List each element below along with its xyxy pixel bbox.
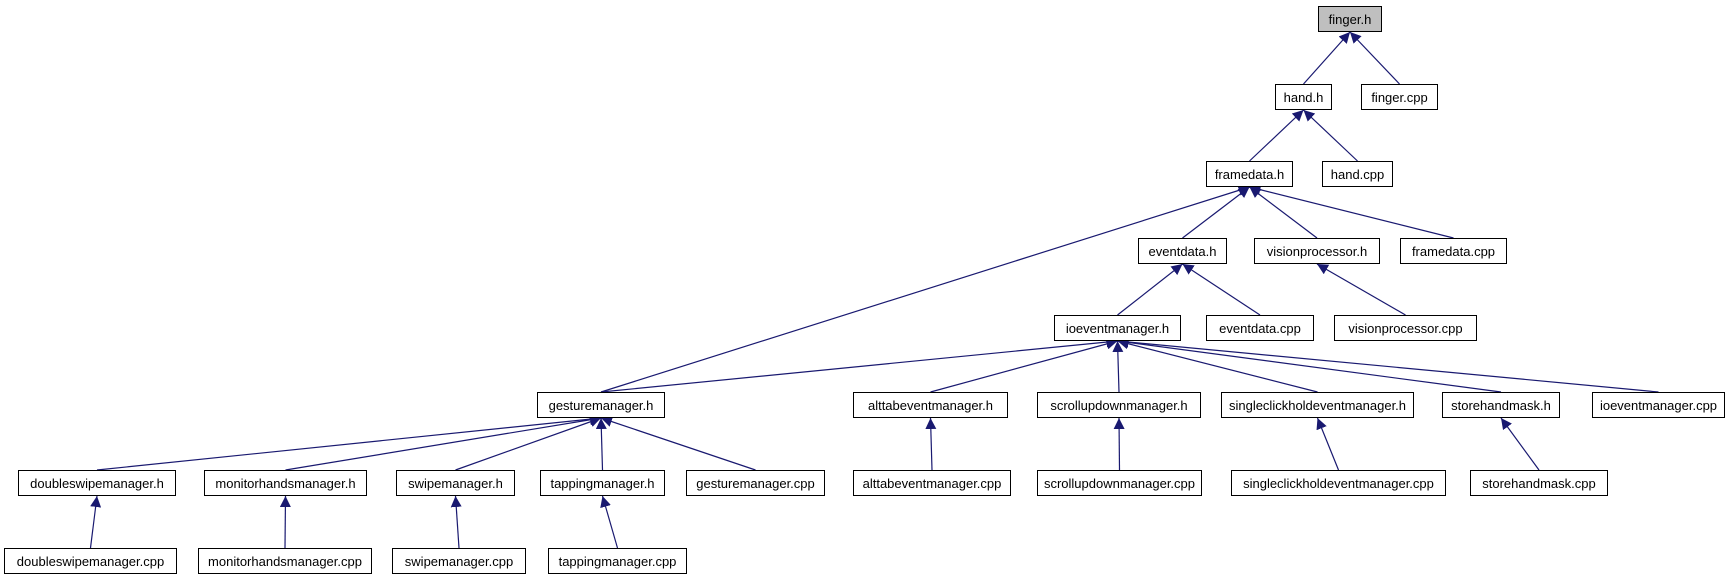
edge-ioeventmanager_h-to-eventdata_h: [1117, 263, 1183, 316]
node-swipemanager-h[interactable]: swipemanager.h: [396, 470, 515, 496]
edge-hand_h-to-finger_h: [1303, 31, 1351, 85]
edge-finger_cpp-to-finger_h: [1349, 31, 1400, 85]
node-scrollupdownmanager-h[interactable]: scrollupdownmanager.h: [1037, 392, 1201, 418]
edge-tappingmanager_cpp-to-tappingmanager_h: [600, 495, 619, 549]
node-alttabeventmanager-h[interactable]: alttabeventmanager.h: [853, 392, 1008, 418]
node-ioeventmanager-cpp[interactable]: ioeventmanager.cpp: [1592, 392, 1725, 418]
node-hand-h[interactable]: hand.h: [1275, 84, 1332, 110]
edge-hand_cpp-to-hand_h: [1303, 109, 1358, 162]
node-singleclickholdeventmanager-cpp[interactable]: singleclickholdeventmanager.cpp: [1231, 470, 1446, 496]
node-storehandmask-h[interactable]: storehandmask.h: [1442, 392, 1560, 418]
node-storehandmask-cpp[interactable]: storehandmask.cpp: [1470, 470, 1608, 496]
edge-gesturemanager_h-to-ioeventmanager_h: [600, 336, 1118, 393]
edge-alttabeventmanager_h-to-ioeventmanager_h: [930, 338, 1118, 393]
edge-framedata_h-to-hand_h: [1249, 109, 1304, 162]
node-visionprocessor-cpp[interactable]: visionprocessor.cpp: [1334, 315, 1477, 341]
edge-visionprocessor_cpp-to-visionprocessor_h: [1316, 263, 1406, 316]
edge-storehandmask_cpp-to-storehandmask_h: [1500, 417, 1540, 471]
node-tappingmanager-h[interactable]: tappingmanager.h: [540, 470, 665, 496]
node-framedata-h[interactable]: framedata.h: [1206, 161, 1293, 187]
node-finger-cpp[interactable]: finger.cpp: [1361, 84, 1438, 110]
edge-doubleswipemanager_cpp-to-doubleswipemanager_h: [89, 495, 102, 549]
node-eventdata-h[interactable]: eventdata.h: [1138, 238, 1227, 264]
node-singleclickholdeventmanager-h[interactable]: singleclickholdeventmanager.h: [1221, 392, 1414, 418]
edge-scrollupdownmanager_h-to-ioeventmanager_h: [1112, 340, 1124, 393]
edge-ioeventmanager_cpp-to-ioeventmanager_h: [1117, 336, 1659, 393]
edge-framedata_cpp-to-framedata_h: [1249, 184, 1454, 239]
node-tappingmanager-cpp[interactable]: tappingmanager.cpp: [548, 548, 687, 574]
edge-tappingmanager_h-to-gesturemanager_h: [595, 417, 607, 471]
node-doubleswipemanager-cpp[interactable]: doubleswipemanager.cpp: [4, 548, 177, 574]
edge-gesturemanager_h-to-framedata_h: [600, 185, 1250, 393]
node-swipemanager-cpp[interactable]: swipemanager.cpp: [392, 548, 526, 574]
node-gesturemanager-h[interactable]: gesturemanager.h: [537, 392, 665, 418]
edge-scrollupdownmanager_cpp-to-scrollupdownmanager_h: [1113, 417, 1125, 471]
node-eventdata-cpp[interactable]: eventdata.cpp: [1206, 315, 1314, 341]
edge-swipemanager_cpp-to-swipemanager_h: [450, 495, 462, 549]
edge-eventdata_cpp-to-eventdata_h: [1182, 263, 1261, 316]
node-hand-cpp[interactable]: hand.cpp: [1322, 161, 1393, 187]
node-gesturemanager-cpp[interactable]: gesturemanager.cpp: [686, 470, 825, 496]
edge-singleclickholdeventmanager_cpp-to-singleclickholdeventmanager_h: [1316, 417, 1340, 471]
node-doubleswipemanager-h[interactable]: doubleswipemanager.h: [18, 470, 176, 496]
edge-gesturemanager_cpp-to-gesturemanager_h: [600, 416, 756, 471]
edge-doubleswipemanager_h-to-gesturemanager_h: [96, 413, 602, 471]
node-monitorhandsmanager-h[interactable]: monitorhandsmanager.h: [204, 470, 367, 496]
node-finger-h: finger.h: [1318, 6, 1382, 32]
edge-monitorhandsmanager_h-to-gesturemanager_h: [285, 414, 602, 471]
edge-alttabeventmanager_cpp-to-alttabeventmanager_h: [925, 417, 937, 471]
edge-monitorhandsmanager_cpp-to-monitorhandsmanager_h: [279, 495, 291, 549]
edge-visionprocessor_h-to-framedata_h: [1249, 186, 1318, 239]
node-alttabeventmanager-cpp[interactable]: alttabeventmanager.cpp: [853, 470, 1011, 496]
edge-swipemanager_h-to-gesturemanager_h: [455, 416, 602, 471]
node-scrollupdownmanager-cpp[interactable]: scrollupdownmanager.cpp: [1037, 470, 1202, 496]
edge-singleclickholdeventmanager_h-to-ioeventmanager_h: [1117, 338, 1318, 393]
node-monitorhandsmanager-cpp[interactable]: monitorhandsmanager.cpp: [198, 548, 372, 574]
edge-storehandmask_h-to-ioeventmanager_h: [1117, 336, 1502, 393]
node-ioeventmanager-h[interactable]: ioeventmanager.h: [1054, 315, 1181, 341]
node-framedata-cpp[interactable]: framedata.cpp: [1400, 238, 1507, 264]
edge-eventdata_h-to-framedata_h: [1182, 186, 1250, 239]
node-visionprocessor-h[interactable]: visionprocessor.h: [1254, 238, 1380, 264]
